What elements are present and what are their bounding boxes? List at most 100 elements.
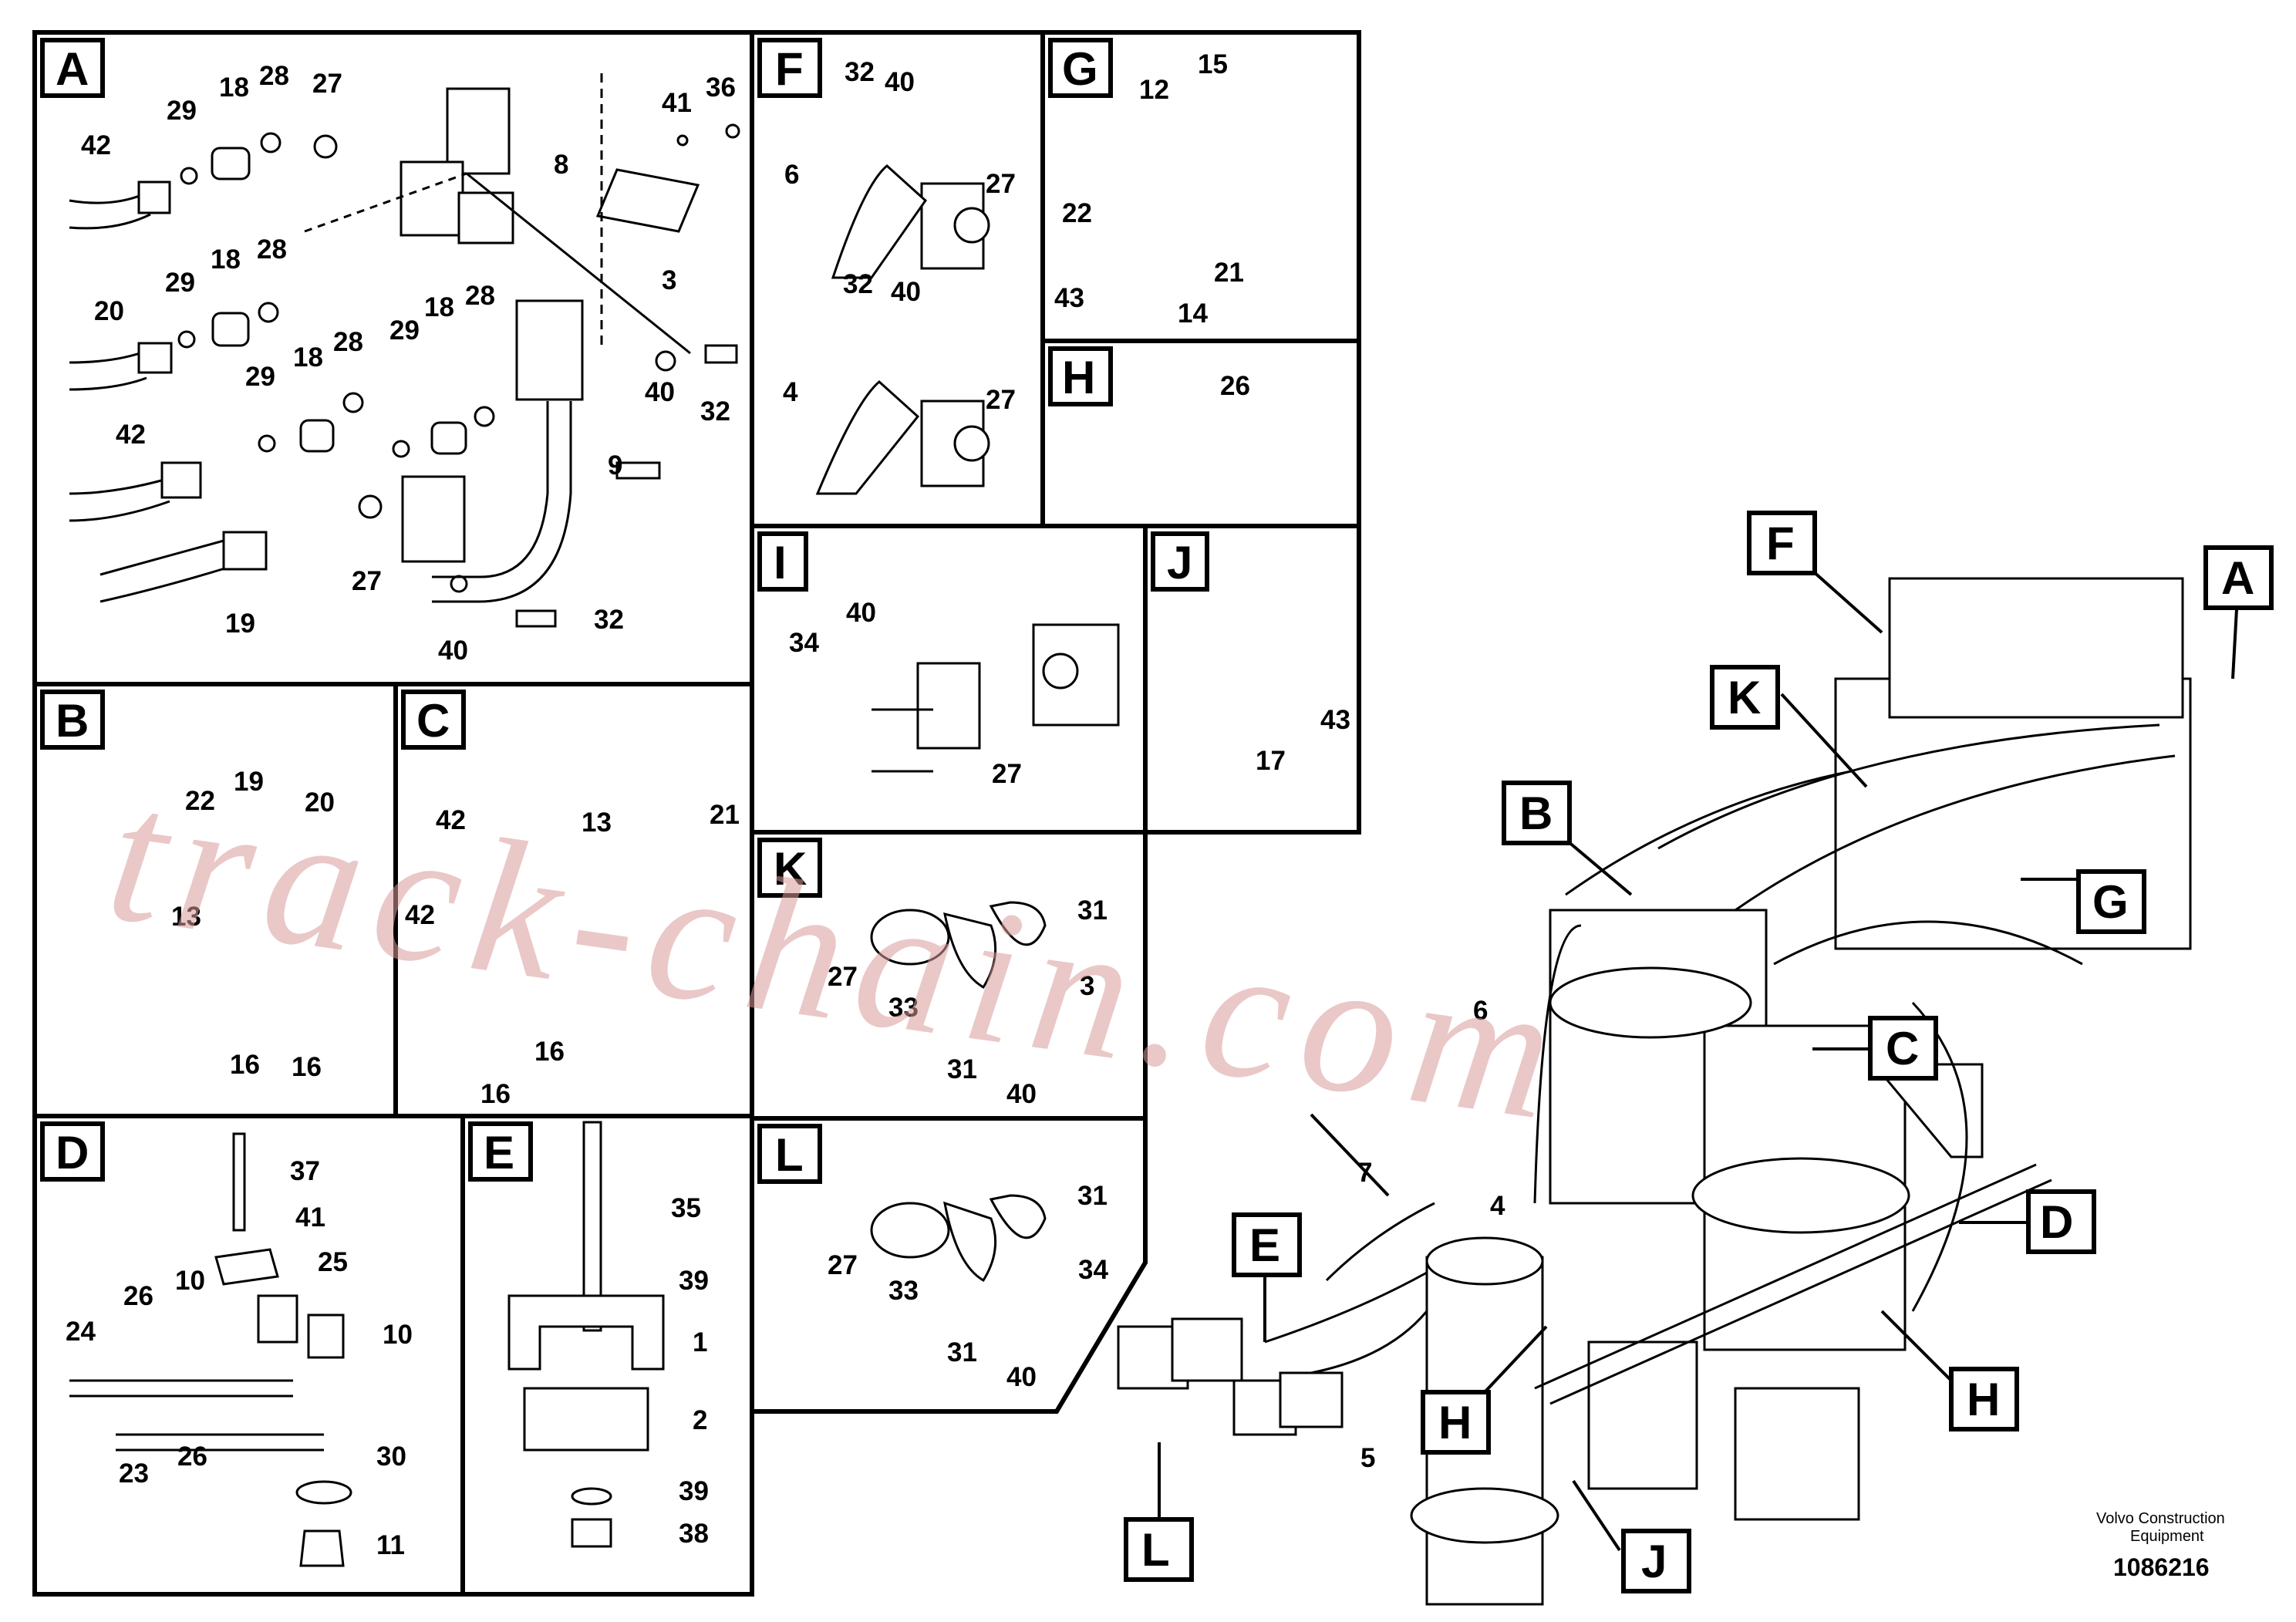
tag-a: A xyxy=(56,43,89,95)
panel-k-labels: 31 27 33 3 31 40 xyxy=(828,895,1108,1109)
b-label: 16 xyxy=(292,1052,322,1082)
tag-e: E xyxy=(484,1127,514,1179)
tag-l: L xyxy=(775,1129,804,1181)
l-label: 27 xyxy=(828,1250,858,1280)
callout-l: L xyxy=(1141,1524,1170,1576)
a-label: 28 xyxy=(333,327,363,357)
i-label: 40 xyxy=(846,598,876,628)
a-label: 42 xyxy=(81,130,111,160)
a-label: 18 xyxy=(219,73,249,103)
overview-callouts: F A K B G C E D H H J L 6 7 4 5 xyxy=(1124,511,2274,1593)
tag-d: D xyxy=(56,1127,89,1179)
f-label: 6 xyxy=(784,160,799,190)
a-label: 28 xyxy=(259,61,289,91)
tag-k: K xyxy=(774,843,807,895)
company-line-2: Equipment xyxy=(2130,1528,2204,1545)
leader-lines xyxy=(1158,569,2238,1552)
panel-tags: A B C D E F G H I J K L xyxy=(40,38,1209,1184)
e-label: 39 xyxy=(679,1266,709,1296)
a-label: 36 xyxy=(706,73,736,103)
f-label: 32 xyxy=(843,269,873,299)
g-label: 43 xyxy=(1054,283,1084,313)
a-label: 27 xyxy=(312,69,342,99)
panel-g-labels: 15 12 22 21 43 14 xyxy=(1054,49,1244,329)
a-label: 18 xyxy=(424,292,454,322)
panel-i-labels: 40 34 27 xyxy=(789,598,1022,789)
part-label: 6 xyxy=(1473,996,1488,1026)
callout-j: J xyxy=(1641,1536,1667,1587)
b-label: 22 xyxy=(185,786,215,816)
g-label: 15 xyxy=(1198,49,1228,79)
b-label: 16 xyxy=(230,1050,260,1080)
c-label: 16 xyxy=(480,1079,511,1109)
a-label: 27 xyxy=(352,566,382,596)
tag-j: J xyxy=(1167,537,1192,588)
d-label: 10 xyxy=(383,1320,413,1350)
c-label: 42 xyxy=(405,900,435,930)
callout-a: A xyxy=(2221,552,2254,604)
footer: Volvo Construction Equipment 1086216 xyxy=(2096,1510,2225,1581)
panel-h-labels: 26 xyxy=(1220,371,1250,401)
b-label: 19 xyxy=(234,767,264,797)
l-label: 31 xyxy=(1077,1181,1108,1211)
callout-h: H xyxy=(1967,1374,2000,1425)
g-label: 22 xyxy=(1062,198,1092,228)
e-label: 39 xyxy=(679,1476,709,1506)
a-label: 3 xyxy=(662,265,676,295)
watermark: track-chain.com xyxy=(97,747,1579,1162)
i-label: 34 xyxy=(789,628,819,658)
a-label: 28 xyxy=(465,281,495,311)
c-label: 16 xyxy=(534,1037,565,1067)
callout-f: F xyxy=(1766,518,1795,569)
callout-h: H xyxy=(1438,1397,1472,1448)
drawing-number: 1086216 xyxy=(2113,1553,2210,1581)
d-label: 37 xyxy=(290,1156,320,1186)
panel-e-labels: 35 39 1 2 39 38 xyxy=(671,1193,709,1549)
a-label: 9 xyxy=(608,450,622,481)
company-line-1: Volvo Construction xyxy=(2096,1510,2225,1527)
e-label: 2 xyxy=(693,1405,707,1435)
f-label: 27 xyxy=(986,169,1016,199)
tag-i: I xyxy=(774,537,787,588)
overview-assembly xyxy=(1117,577,2192,1606)
f-label: 4 xyxy=(783,377,798,407)
d-label: 24 xyxy=(66,1317,96,1347)
a-label: 29 xyxy=(165,268,195,298)
l-label: 40 xyxy=(1006,1362,1037,1392)
part-label: 4 xyxy=(1490,1191,1505,1221)
k-label: 33 xyxy=(888,993,919,1023)
panel-c-labels: 42 13 21 42 16 16 xyxy=(405,800,740,1109)
b-label: 13 xyxy=(171,902,201,932)
part-label: 5 xyxy=(1360,1443,1375,1473)
h-label: 26 xyxy=(1220,371,1250,401)
callout-d: D xyxy=(2040,1196,2073,1248)
callout-b: B xyxy=(1519,787,1553,839)
l-label: 33 xyxy=(888,1276,919,1306)
a-label: 32 xyxy=(700,396,730,427)
c-label: 42 xyxy=(436,805,466,835)
tag-g: G xyxy=(1062,43,1098,95)
k-label: 31 xyxy=(1077,895,1108,926)
a-label: 41 xyxy=(662,88,692,118)
c-label: 21 xyxy=(710,800,740,830)
panel-b-labels: 22 19 20 13 16 16 xyxy=(171,767,335,1082)
f-label: 32 xyxy=(845,57,875,87)
g-label: 14 xyxy=(1178,298,1208,329)
panel-borders xyxy=(32,30,1361,1597)
tag-f: F xyxy=(775,43,804,95)
callout-g: G xyxy=(2092,876,2129,928)
d-label: 26 xyxy=(177,1442,207,1472)
a-label: 8 xyxy=(554,150,568,180)
a-label: 42 xyxy=(116,420,146,450)
panel-a-labels: 42 29 18 28 27 8 41 36 3 20 29 18 28 29 … xyxy=(81,61,736,666)
j-label: 17 xyxy=(1256,746,1286,776)
l-label: 31 xyxy=(947,1337,977,1367)
f-label: 40 xyxy=(885,67,915,97)
j-label: 43 xyxy=(1320,705,1350,735)
a-label: 32 xyxy=(594,605,624,635)
a-label: 18 xyxy=(293,342,323,373)
d-label: 41 xyxy=(295,1202,325,1233)
d-label: 11 xyxy=(376,1530,405,1560)
g-label: 12 xyxy=(1139,75,1169,105)
panel-j-labels: 43 17 xyxy=(1256,705,1350,776)
